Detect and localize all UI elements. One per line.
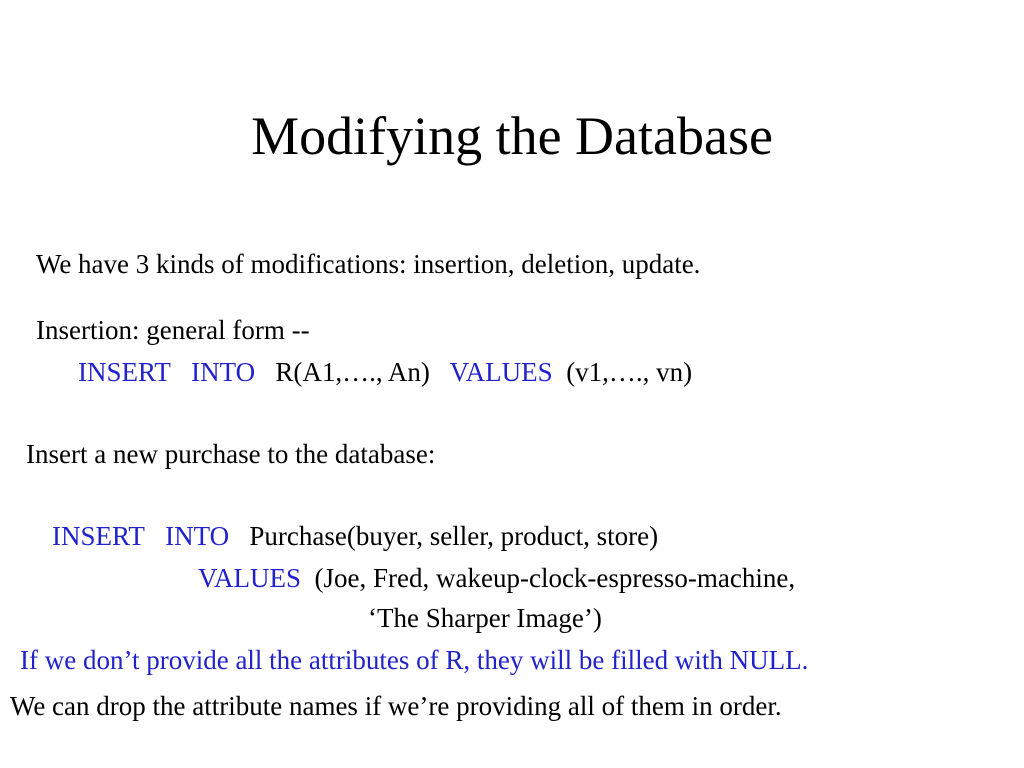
general-form-label: Insertion: general form --: [36, 315, 310, 345]
example-insert-line: INSERT INTO Purchase(buyer, seller, prod…: [52, 520, 658, 552]
keyword-values: VALUES: [198, 563, 302, 593]
general-form-syntax: INSERT INTO R(A1,…., An) VALUES (v1,…., …: [78, 356, 692, 388]
relation-signature: R(A1,…., An): [275, 357, 430, 387]
example-values-line: VALUES (Joe, Fred, wakeup-clock-espresso…: [198, 562, 795, 594]
null-note: If we don’t provide all the attributes o…: [20, 645, 809, 675]
example-values-first: (Joe, Fred, wakeup-clock-espresso-machin…: [314, 563, 796, 593]
example-relation: Purchase(buyer, seller, product, store): [249, 521, 659, 551]
keyword-into: INTO: [165, 521, 230, 551]
example-values-continuation: ‘The Sharper Image’): [368, 603, 602, 633]
drop-attributes-note: We can drop the attribute names if we’re…: [10, 691, 782, 721]
keyword-values: VALUES: [449, 357, 553, 387]
keyword-into: INTO: [191, 357, 256, 387]
slide-title: Modifying the Database: [251, 106, 773, 166]
intro-text: We have 3 kinds of modifications: insert…: [36, 249, 701, 279]
keyword-insert: INSERT: [78, 357, 171, 387]
example-heading: Insert a new purchase to the database:: [26, 439, 436, 469]
keyword-insert: INSERT: [52, 521, 145, 551]
values-signature: (v1,…., vn): [566, 357, 693, 387]
